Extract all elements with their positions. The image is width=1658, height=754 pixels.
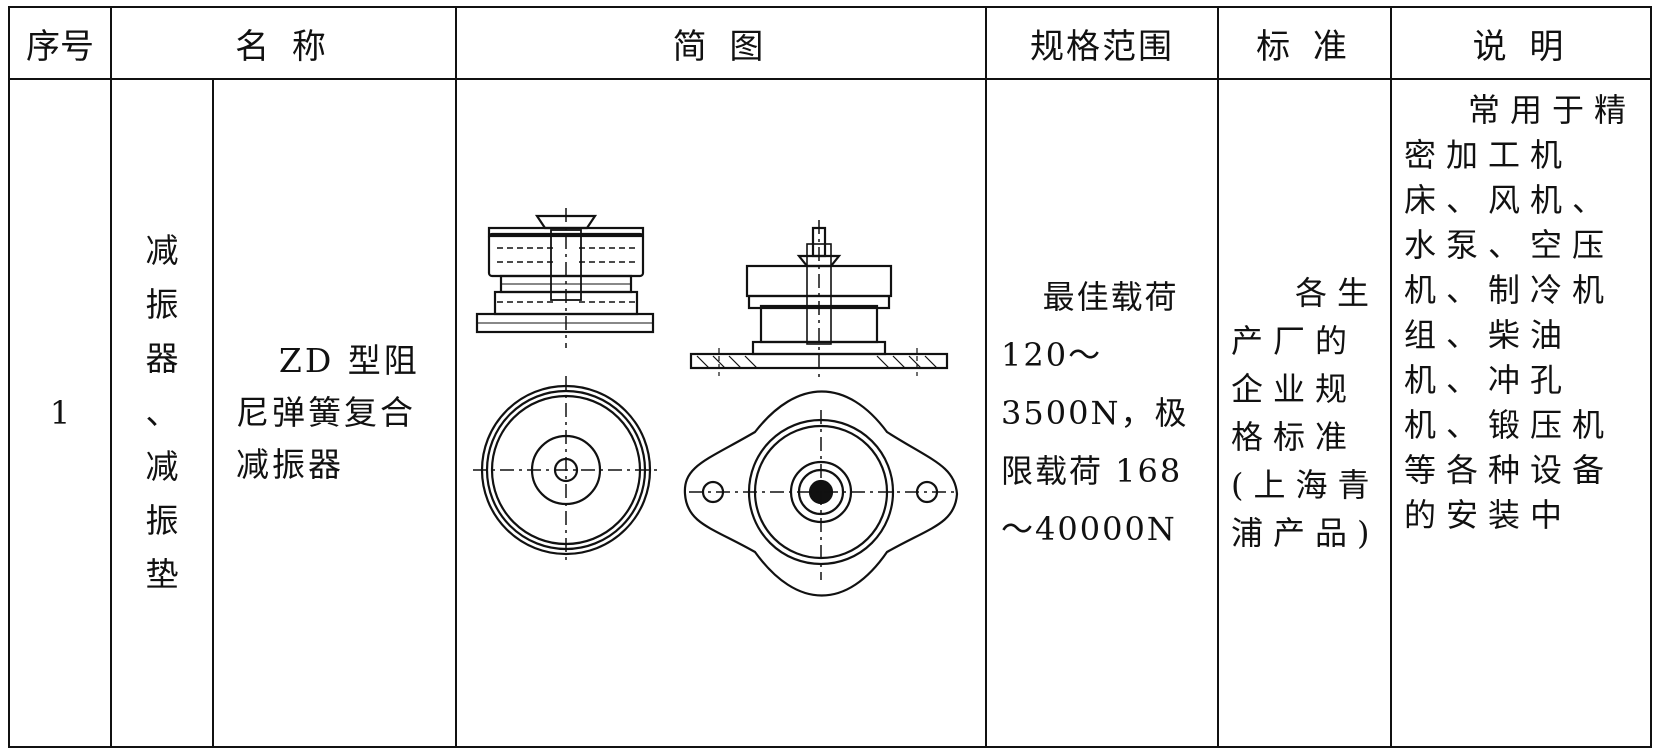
note-text: 常用于精密加工机床、风机、水泵、空压机、制冷机组、柴油机、冲孔机、锻压机等各种设… (1404, 91, 1637, 534)
header-seq: 序号 (8, 6, 112, 80)
cell-standard: 各生产厂的企业规格标准(上海青浦产品) (1217, 78, 1392, 748)
cell-name: ZD 型阻尼弹簧复合减振器 (212, 78, 457, 748)
header-standard: 标 准 (1217, 6, 1392, 80)
spec-text: 最佳载荷 120～3500N，极限载荷 168～40000N (1001, 278, 1189, 548)
category-char: 振 (145, 501, 179, 540)
category-char: 、 (145, 393, 179, 432)
cell-seq: 1 (8, 78, 112, 748)
right-plan-view (683, 390, 959, 597)
damper-drawing (473, 208, 959, 597)
left-elevation-view (475, 208, 655, 348)
category-char: 振 (145, 285, 179, 324)
spec-table: 序号 名 称 简 图 规格范围 标 准 说 明 1 减振器、减振垫 ZD 型阻尼… (8, 6, 1652, 748)
cell-note: 常用于精密加工机床、风机、水泵、空压机、制冷机组、柴油机、冲孔机、锻压机等各种设… (1390, 78, 1652, 748)
left-plan-view (473, 376, 659, 564)
cell-category: 减振器、减振垫 (110, 78, 214, 748)
header-spec: 规格范围 (985, 6, 1219, 80)
name-text: ZD 型阻尼弹簧复合减振器 (236, 341, 420, 484)
category-char: 垫 (145, 555, 179, 594)
table-row: 1 减振器、减振垫 ZD 型阻尼弹簧复合减振器 (8, 78, 1652, 748)
category-char: 器 (145, 339, 179, 378)
header-name: 名 称 (110, 6, 457, 80)
header-row: 序号 名 称 简 图 规格范围 标 准 说 明 (8, 6, 1652, 80)
standard-text: 各生产厂的企业规格标准(上海青浦产品) (1231, 274, 1380, 552)
category-vertical-text: 减振器、减振垫 (142, 224, 182, 602)
header-note: 说 明 (1390, 6, 1652, 80)
right-elevation-view (689, 220, 949, 380)
cell-figure (455, 78, 987, 748)
category-char: 减 (145, 231, 179, 270)
cell-spec: 最佳载荷 120～3500N，极限载荷 168～40000N (985, 78, 1219, 748)
category-char: 减 (145, 447, 179, 486)
header-figure: 简 图 (455, 6, 987, 80)
